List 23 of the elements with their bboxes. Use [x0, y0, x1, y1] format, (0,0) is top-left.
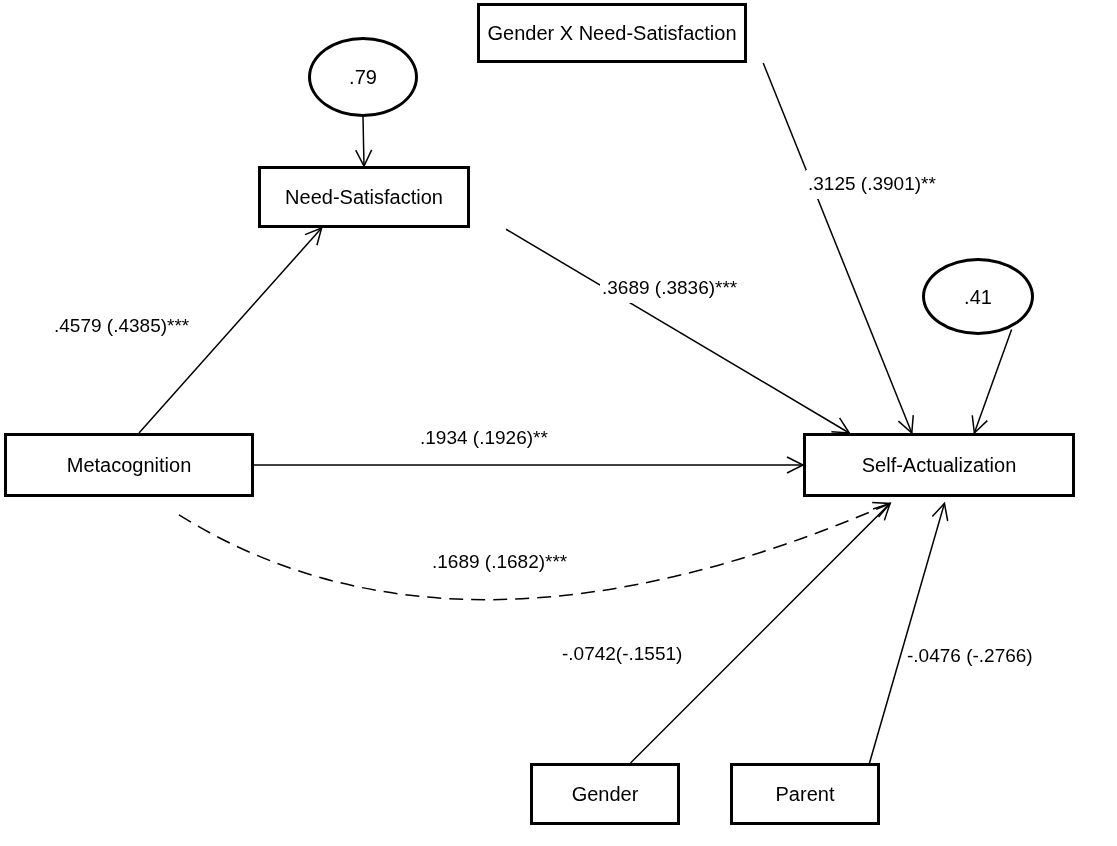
arrow	[253, 456, 804, 474]
arrow	[629, 502, 891, 764]
node-label: Parent	[775, 782, 835, 807]
variable-box	[258, 166, 470, 228]
edge-label: .3125 (.3901)**	[806, 170, 938, 199]
node-label: .79	[349, 65, 377, 90]
arrow	[178, 501, 891, 601]
arrow	[762, 62, 914, 434]
variable-box	[4, 433, 254, 497]
arrow	[138, 227, 323, 434]
variable-box	[730, 763, 880, 825]
node-label: .41	[964, 284, 992, 310]
node-label: Metacognition	[66, 453, 192, 478]
arrow	[354, 116, 373, 167]
node-label: Gender	[571, 782, 639, 807]
variable-box	[530, 763, 680, 825]
node-label: Self-Actualization	[861, 453, 1017, 478]
node-label: Need-Satisfaction	[285, 185, 443, 210]
arrow	[505, 228, 850, 434]
arrow	[868, 502, 949, 764]
node-label: Gender X Need-Satisfaction	[487, 21, 737, 46]
variable-box	[803, 433, 1075, 497]
variable-box	[477, 3, 747, 63]
